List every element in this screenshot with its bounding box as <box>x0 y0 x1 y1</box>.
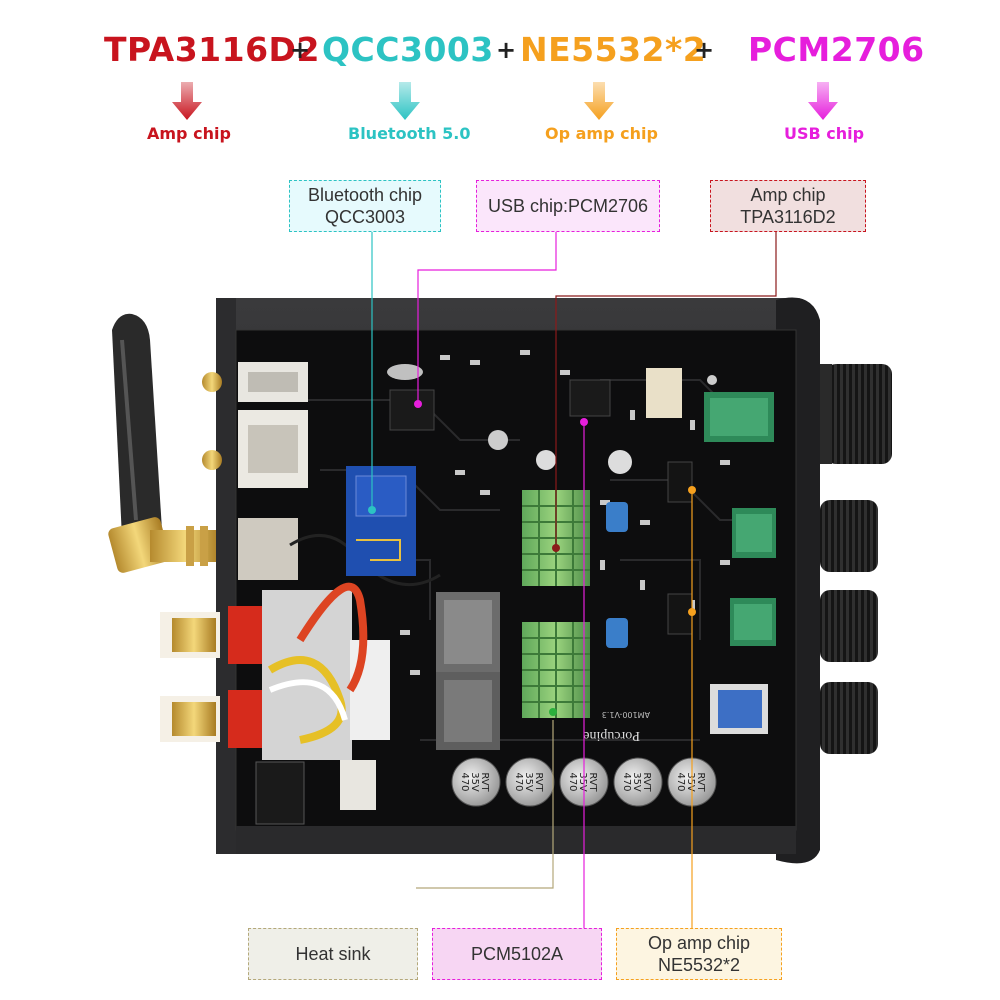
arrow-down-icon <box>584 82 614 120</box>
callout-amp-line2: TPA3116D2 <box>740 207 836 227</box>
callout-usb-line1: USB chip:PCM2706 <box>487 196 649 216</box>
capacitor-label: 470 <box>567 772 578 791</box>
capacitor-label: RVT <box>641 772 652 792</box>
arrow-down-icon <box>390 82 420 120</box>
board-model-text: AM100-V1.3 <box>602 710 650 719</box>
callout-usb-chip: USB chip:PCM2706 <box>476 180 660 232</box>
capacitor-label: 35V <box>469 772 480 792</box>
capacitor-label: RVT <box>533 772 544 792</box>
capacitor-label: 470 <box>459 772 470 791</box>
callout-heat-sink: Heat sink <box>248 928 418 980</box>
callout-amp-chip: Amp chip TPA3116D2 <box>710 180 866 232</box>
board-brand-text: Porcupine <box>583 728 640 743</box>
heat-sink <box>522 622 590 718</box>
header-title-opamp-chip: NE5532*2 <box>520 30 707 69</box>
callout-opamp-line2: NE5532*2 <box>657 955 741 975</box>
potentiometer <box>704 392 774 442</box>
plus-sign: + <box>290 36 311 64</box>
opamp-chip <box>667 461 693 503</box>
treble-knob <box>820 500 878 572</box>
callout-pcm5102a: PCM5102A <box>432 928 602 980</box>
potentiometer <box>732 508 776 558</box>
capacitor-label: 35V <box>685 772 696 792</box>
header-sub-amp-chip: Amp chip <box>147 124 231 143</box>
callout-heatsink-line1: Heat sink <box>295 944 371 964</box>
capacitor-label: 35V <box>631 772 642 792</box>
plus-sign: + <box>694 36 715 64</box>
usb-connector <box>238 362 308 488</box>
arrow-down-icon <box>172 82 202 120</box>
input-knob <box>820 682 878 754</box>
capacitor-label: 470 <box>513 772 524 791</box>
header-sub-opamp-chip: Op amp chip <box>545 124 658 143</box>
callout-pcm5102a-line1: PCM5102A <box>470 944 564 964</box>
inductor <box>436 592 500 750</box>
arrow-down-icon <box>808 82 838 120</box>
plus-sign: + <box>496 36 517 64</box>
capacitor-label: 470 <box>621 772 632 791</box>
callout-opamp-chip: Op amp chip NE5532*2 <box>616 928 782 980</box>
capacitor-label: RVT <box>587 772 598 792</box>
usb-chip <box>569 379 611 417</box>
header-title-usb-chip: PCM2706 <box>748 30 925 69</box>
potentiometer <box>730 598 776 646</box>
callout-bluetooth-line2: QCC3003 <box>324 207 406 227</box>
opamp-chip <box>667 593 693 635</box>
capacitor-label: 35V <box>577 772 588 792</box>
capacitor-label: RVT <box>479 772 490 792</box>
header-sub-usb-chip: USB chip <box>784 124 865 143</box>
callout-bluetooth-line1: Bluetooth chip <box>307 185 423 205</box>
volume-knob <box>820 364 892 464</box>
capacitor-label: 35V <box>523 772 534 792</box>
callout-bluetooth-chip: Bluetooth chip QCC3003 <box>289 180 441 232</box>
header-title-amp-chip: TPA3116D2 <box>104 30 320 69</box>
bluetooth-chip <box>389 389 435 431</box>
capacitor-label: 470 <box>675 772 686 791</box>
callout-opamp-line1: Op amp chip <box>647 933 751 953</box>
callout-amp-line1: Amp chip <box>750 185 826 205</box>
antenna <box>108 313 220 573</box>
header-title-bluetooth-chip: QCC3003 <box>322 30 494 69</box>
capacitor-label: RVT <box>695 772 706 792</box>
header-sub-bluetooth: Bluetooth 5.0 <box>348 124 471 143</box>
bass-knob <box>820 590 878 662</box>
